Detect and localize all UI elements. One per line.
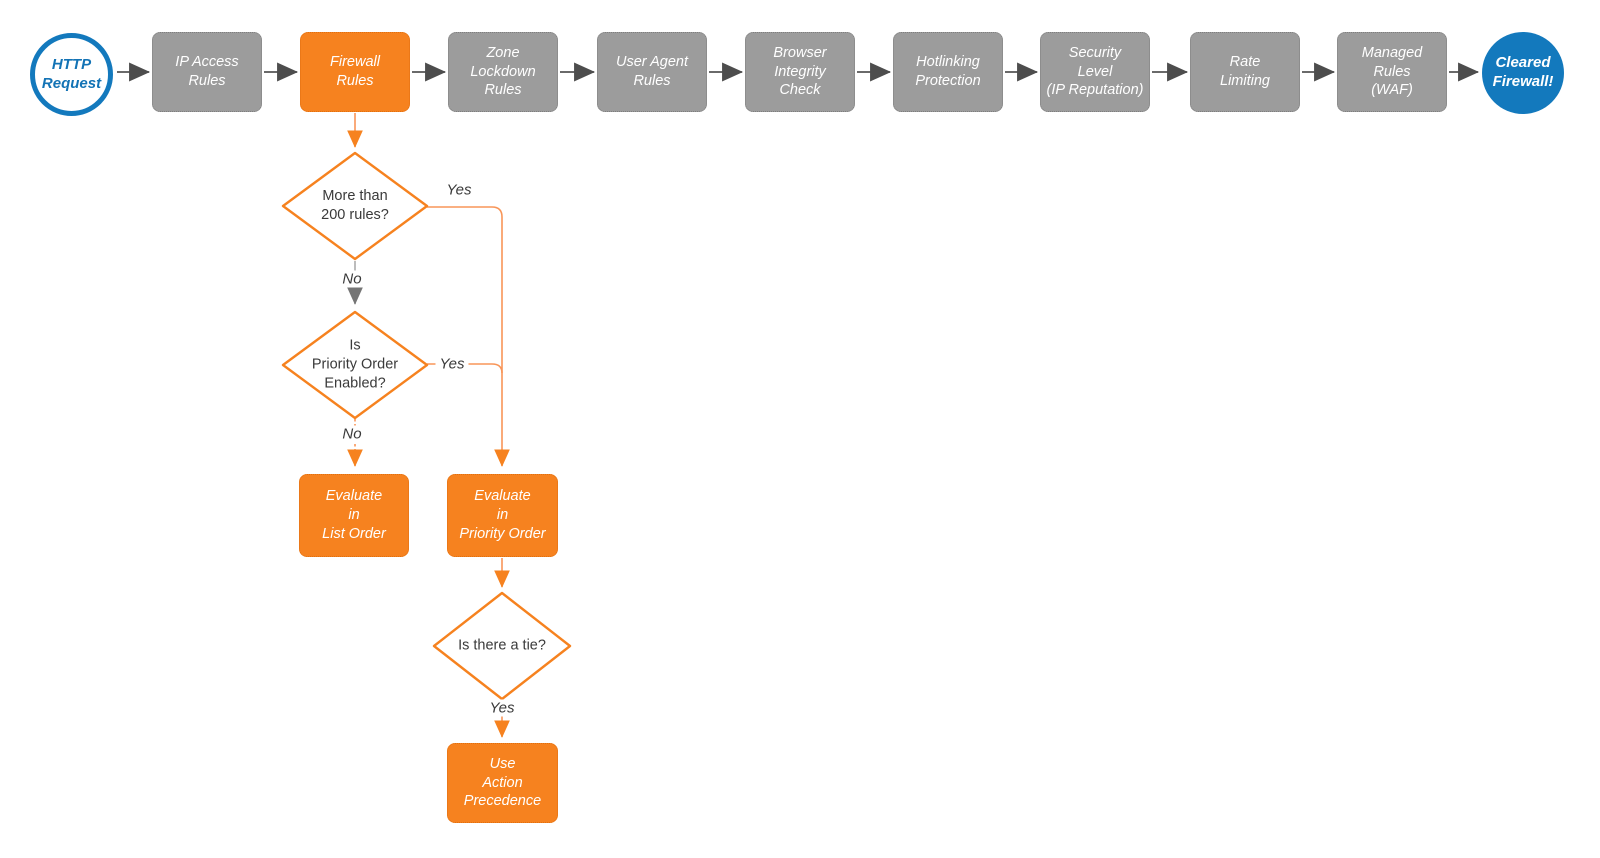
decision-rules-count-diamond <box>281 151 429 261</box>
node-hotlinking-protection: Hotlinking Protection <box>893 32 1003 112</box>
edge-label-rules-count-yes: Yes <box>446 181 472 199</box>
decision-priority-order-diamond <box>281 310 429 420</box>
node-managed-rules-waf: Managed Rules (WAF) <box>1337 32 1447 112</box>
edge-label-priority-order-yes: Yes <box>435 355 469 373</box>
decision-tie-diamond <box>432 591 572 701</box>
node-evaluate-in-priority-order: Evaluate in Priority Order <box>447 474 558 557</box>
node-user-agent-rules: User Agent Rules <box>597 32 707 112</box>
decision-priority-order-label: Is Priority Order Enabled? <box>311 337 399 392</box>
node-browser-integrity-check: Browser Integrity Check <box>745 32 855 112</box>
node-ip-access-rules: IP Access Rules <box>152 32 262 112</box>
node-rate-limiting: Rate Limiting <box>1190 32 1300 112</box>
decision-rules-count-label: More than 200 rules? <box>321 188 389 223</box>
node-http-request: HTTP Request <box>30 33 113 116</box>
node-cleared-firewall: Cleared Firewall! <box>1482 32 1564 114</box>
node-security-level: Security Level (IP Reputation) <box>1040 32 1150 112</box>
edge-label-priority-order-no: No <box>338 425 366 443</box>
decision-tie-label: Is there a tie? <box>458 637 546 654</box>
edge-label-rules-count-no: No <box>338 270 366 288</box>
node-firewall-rules: Firewall Rules <box>300 32 410 112</box>
edge-label-tie-yes: Yes <box>485 699 519 717</box>
edge-rules-count-yes-to-evaluate-priority <box>427 206 510 467</box>
node-zone-lockdown-rules: Zone Lockdown Rules <box>448 32 558 112</box>
node-evaluate-in-list-order: Evaluate in List Order <box>299 474 409 557</box>
edge-priority-order-yes-join <box>427 363 503 374</box>
node-use-action-precedence: Use Action Precedence <box>447 743 558 823</box>
